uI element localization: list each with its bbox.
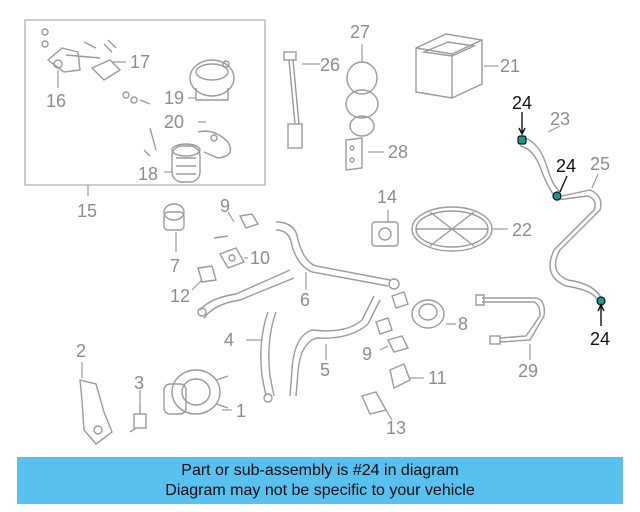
part-22-disc: [411, 206, 493, 252]
part-13-bracket: [361, 391, 388, 415]
callout-23: 23: [550, 109, 570, 129]
callout-24-middle: 24: [556, 156, 576, 176]
part-5-pipe: [289, 295, 381, 397]
callout-24-bottom: 24: [590, 329, 610, 349]
callout-15: 15: [77, 201, 97, 221]
callout-12: 12: [170, 286, 190, 306]
callout-3: 3: [134, 373, 144, 393]
part-12-sensor: [197, 265, 217, 283]
callout-2: 2: [76, 341, 86, 361]
part-25-pipe: [549, 189, 603, 301]
callout-24-top: 24: [512, 93, 532, 113]
callout-9-bottom: 9: [362, 344, 372, 364]
part-14-sensor: [371, 221, 399, 247]
callout-1: 1: [236, 401, 246, 421]
part-21-control-unit: [415, 33, 483, 99]
callout-6: 6: [300, 290, 310, 310]
part-26-rod: [283, 51, 303, 149]
part-6-pipe: [197, 221, 400, 319]
callout-19: 19: [164, 88, 184, 108]
banner-line-part: Part or sub-assembly is #24 in diagram: [181, 462, 459, 479]
callout-14: 14: [377, 187, 397, 207]
part-9-gasket-bottom: [375, 317, 410, 353]
callout-7: 7: [170, 256, 180, 276]
part-8-valve: [391, 291, 445, 329]
banner-line-disclaimer: Diagram may not be specific to your vehi…: [165, 482, 475, 499]
part-7-valve: [163, 203, 185, 231]
part-28-bracket: [345, 137, 363, 171]
callout-29: 29: [518, 361, 538, 381]
clamp-24-middle: [552, 191, 562, 201]
part-4-pipe: [260, 311, 277, 403]
part-2-bracket: [79, 379, 113, 445]
part-10-gasket: [218, 247, 246, 269]
callout-22: 22: [512, 220, 532, 240]
callout-4: 4: [224, 330, 234, 350]
callout-16: 16: [46, 91, 66, 111]
clamp-24-top: [517, 135, 527, 145]
callout-13: 13: [386, 418, 406, 438]
part-1-air-pump: [163, 369, 229, 415]
callout-27: 27: [350, 22, 370, 42]
callout-21: 21: [500, 56, 520, 76]
part-16-bracket: [41, 28, 101, 73]
part-3-sensor: [129, 404, 147, 433]
part-9-gasket-top: [213, 213, 260, 239]
callout-26: 26: [320, 55, 340, 75]
group-box-15: [24, 19, 266, 186]
callout-8: 8: [458, 314, 468, 334]
part-19-valve: [189, 59, 235, 101]
part-23-hose: [519, 137, 561, 199]
callout-28: 28: [388, 142, 408, 162]
callout-17: 17: [130, 52, 150, 72]
callout-5: 5: [320, 360, 330, 380]
callout-18: 18: [138, 164, 158, 184]
callout-9-top: 9: [220, 196, 230, 216]
part-20-hose: [197, 130, 232, 159]
callout-25: 25: [590, 154, 610, 174]
callout-20: 20: [164, 112, 184, 132]
part-11-bracket: [389, 363, 411, 390]
callout-10: 10: [250, 248, 270, 268]
info-banner: Part or sub-assembly is #24 in diagram D…: [17, 457, 623, 504]
part-27-reservoir: [345, 61, 379, 137]
part-17-bracket: [90, 39, 151, 105]
parts-diagram: 1 2 3 4 5 6 7 8 9 9 10 11 12 13 14 15 16…: [24, 19, 610, 445]
part-29-o2-sensor: [475, 294, 546, 345]
callout-11: 11: [428, 368, 447, 388]
part-18-filter: [143, 127, 201, 183]
